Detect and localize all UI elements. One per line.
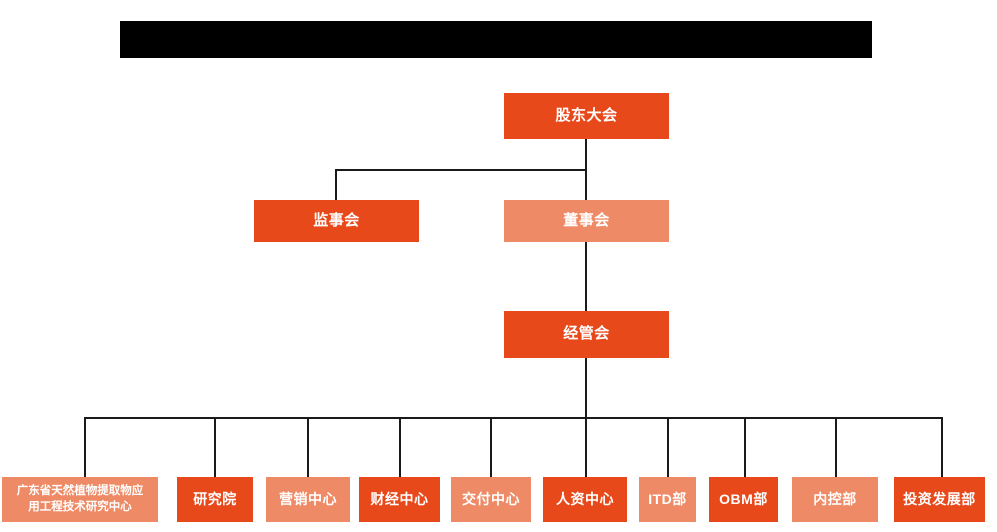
connector-drop-research-center-gd: [84, 417, 86, 477]
connector-board-to-management: [585, 242, 587, 311]
node-research-center-gd-line1: 广东省天然植物提取物应: [16, 484, 144, 497]
connector-drop-delivery-center: [490, 417, 492, 477]
connector-drop-research-institute: [214, 417, 216, 477]
connector-drop-itd-department: [667, 417, 669, 477]
node-marketing-center[interactable]: 营销中心: [266, 477, 350, 522]
node-delivery-center[interactable]: 交付中心: [451, 477, 531, 522]
connector-shareholders-down: [585, 139, 587, 171]
connector-board-drop: [585, 169, 587, 200]
node-research-institute[interactable]: 研究院: [177, 477, 253, 522]
node-board-of-directors[interactable]: 董事会: [504, 200, 669, 242]
node-hr-center[interactable]: 人资中心: [543, 477, 627, 522]
node-investment-development-department[interactable]: 投资发展部: [894, 477, 985, 522]
node-internal-control-department[interactable]: 内控部: [792, 477, 878, 522]
connector-level2-bus: [335, 169, 587, 171]
node-finance-center[interactable]: 财经中心: [359, 477, 440, 522]
connector-supervisory-drop: [335, 169, 337, 200]
connector-drop-hr-center: [585, 417, 587, 477]
connector-drop-marketing-center: [307, 417, 309, 477]
node-obm-department[interactable]: OBM部: [709, 477, 778, 522]
connector-drop-finance-center: [399, 417, 401, 477]
connector-drop-investment-development-department: [941, 417, 943, 477]
node-research-center-gd[interactable]: 广东省天然植物提取物应 用工程技术研究中心: [2, 477, 158, 522]
node-management-committee[interactable]: 经管会: [504, 311, 669, 358]
connector-management-down: [585, 358, 587, 418]
node-itd-department[interactable]: ITD部: [639, 477, 696, 522]
node-research-center-gd-line2: 用工程技术研究中心: [28, 500, 132, 513]
connector-drop-internal-control-department: [835, 417, 837, 477]
node-supervisory-board[interactable]: 监事会: [254, 200, 419, 242]
connector-department-bus: [84, 417, 943, 419]
node-shareholders[interactable]: 股东大会: [504, 93, 669, 139]
connector-drop-obm-department: [744, 417, 746, 477]
redacted-title-bar: [120, 21, 872, 58]
